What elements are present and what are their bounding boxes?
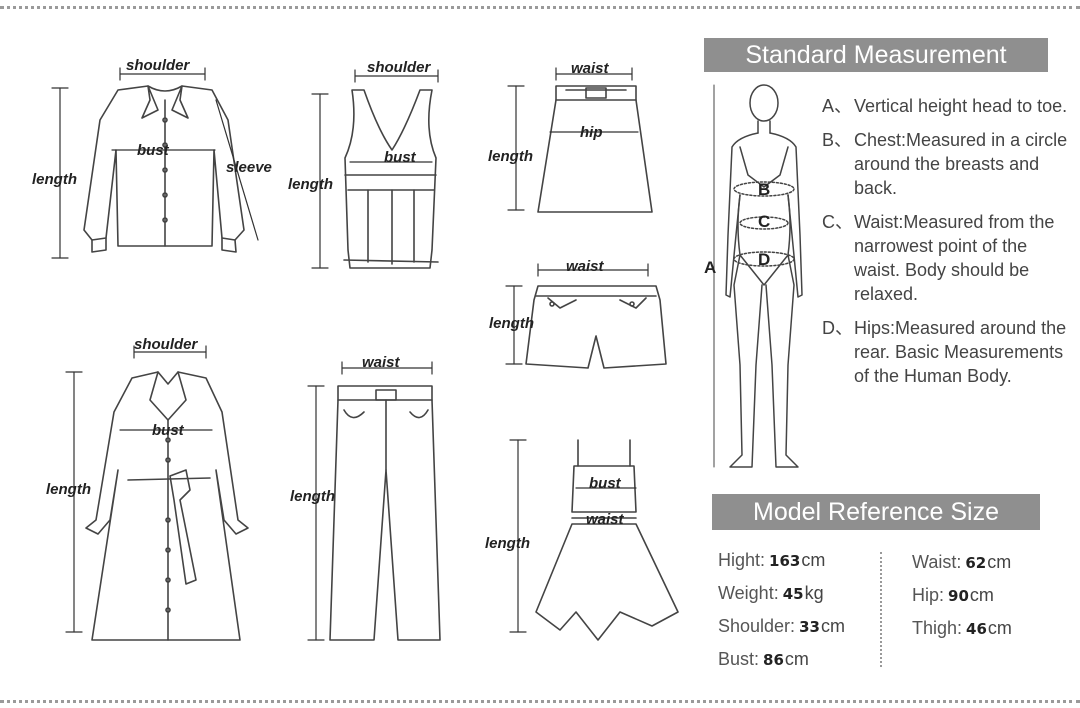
- pants-drawing: [329, 385, 441, 641]
- size-row-shoulder: Shoulder: 33 cm: [718, 616, 845, 649]
- size-row-thigh: Thigh: 46 cm: [912, 618, 1012, 651]
- skirt-waist-label: waist: [571, 60, 610, 77]
- note-c-text: Waist:Measured from the narrowest point …: [854, 212, 1055, 304]
- size-label: Weight:: [718, 583, 779, 603]
- size-unit: kg: [804, 583, 824, 603]
- bottom-dotted-border: [0, 700, 1080, 703]
- shirt-bust-label: bust: [137, 142, 170, 159]
- skirt-hip-label: hip: [580, 124, 603, 141]
- dress-bust-label: bust: [589, 475, 622, 492]
- note-b-text: Chest:Measured in a circle around the br…: [854, 130, 1068, 198]
- size-row-hip: Hip: 90 cm: [912, 585, 1012, 618]
- size-label: Hip:: [912, 585, 945, 605]
- figure-mark-d: D: [758, 250, 770, 269]
- size-row-weight: Weight: 45 kg: [718, 583, 845, 616]
- measurement-notes: A、 Vertical height head to toe. B、 Chest…: [822, 94, 1072, 398]
- note-a: A、 Vertical height head to toe.: [822, 94, 1072, 118]
- note-c-letter: C、: [822, 212, 853, 232]
- skirt-drawing: [537, 85, 653, 213]
- shirt-drawing: [83, 85, 245, 253]
- vest-drawing: [343, 89, 439, 269]
- note-d-text: Hips:Measured around the rear. Basic Mea…: [854, 318, 1067, 386]
- size-row-hight: Hight: 163 cm: [718, 550, 845, 583]
- vest-length-label: length: [288, 176, 333, 193]
- shirt-shoulder-label: shoulder: [126, 57, 191, 74]
- shorts-drawing: [525, 285, 667, 369]
- standard-measurement-title: Standard Measurement: [745, 40, 1007, 69]
- dress-drawing: [535, 439, 679, 641]
- top-dotted-border: [0, 6, 1080, 9]
- coat-bust-label: bust: [152, 422, 185, 439]
- size-row-waist: Waist: 62 cm: [912, 552, 1012, 585]
- size-label: Bust:: [718, 649, 760, 669]
- pants-length-label: length: [290, 488, 335, 505]
- shirt-sleeve-label: sleeve: [226, 159, 272, 176]
- size-value: 86: [763, 651, 784, 669]
- model-size-right-column: Waist: 62 cm Hip: 90 cm Thigh: 46 cm: [912, 552, 1012, 651]
- model-size-left-column: Hight: 163 cm Weight: 45 kg Shoulder: 33…: [718, 550, 845, 682]
- size-value: 90: [948, 587, 969, 605]
- size-label: Waist:: [912, 552, 962, 572]
- vest-bust-label: bust: [384, 149, 417, 166]
- model-reference-banner: Model Reference Size: [712, 494, 1040, 530]
- size-row-bust: Bust: 86 cm: [718, 649, 845, 682]
- size-label: Hight:: [718, 550, 766, 570]
- vest-shoulder-label: shoulder: [367, 59, 432, 76]
- pants-waist-label: waist: [362, 354, 401, 371]
- size-value: 45: [782, 585, 804, 603]
- note-a-text: Vertical height head to toe.: [854, 96, 1068, 116]
- size-label: Thigh:: [912, 618, 963, 638]
- standard-measurement-banner: Standard Measurement: [704, 38, 1048, 72]
- note-d: D、 Hips:Measured around the rear. Basic …: [822, 316, 1072, 388]
- size-unit: cm: [969, 585, 994, 605]
- figure-mark-c: C: [758, 212, 770, 231]
- note-a-letter: A、: [822, 96, 853, 116]
- model-reference-title: Model Reference Size: [753, 497, 999, 526]
- size-column-divider: [880, 552, 882, 667]
- shirt-length-label: length: [32, 171, 77, 188]
- coat-shoulder-label: shoulder: [134, 336, 199, 353]
- size-value: 33: [799, 618, 820, 636]
- note-b: B、 Chest:Measured in a circle around the…: [822, 128, 1072, 200]
- size-unit: cm: [801, 550, 826, 570]
- figure-mark-a: A: [704, 258, 716, 277]
- size-unit: cm: [820, 616, 845, 636]
- garment-diagrams: shoulder bust sleeve length shoulder bus…: [32, 57, 679, 641]
- size-value: 46: [966, 620, 987, 638]
- dress-length-label: length: [485, 535, 530, 552]
- dress-waist-label: waist: [586, 511, 625, 528]
- size-unit: cm: [784, 649, 809, 669]
- size-unit: cm: [987, 618, 1012, 638]
- size-unit: cm: [987, 552, 1012, 572]
- coat-length-label: length: [46, 481, 91, 498]
- coat-drawing: [85, 371, 249, 641]
- shorts-length-label: length: [489, 315, 534, 332]
- body-figure: B C D A: [700, 75, 820, 480]
- note-c: C、 Waist:Measured from the narrowest poi…: [822, 210, 1072, 306]
- size-label: Shoulder:: [718, 616, 796, 636]
- figure-mark-b: B: [758, 180, 770, 199]
- note-d-letter: D、: [822, 318, 853, 338]
- size-value: 62: [965, 554, 987, 572]
- shorts-waist-label: waist: [566, 258, 605, 275]
- size-value: 163: [769, 552, 801, 570]
- skirt-length-label: length: [488, 148, 533, 165]
- note-b-letter: B、: [822, 130, 853, 150]
